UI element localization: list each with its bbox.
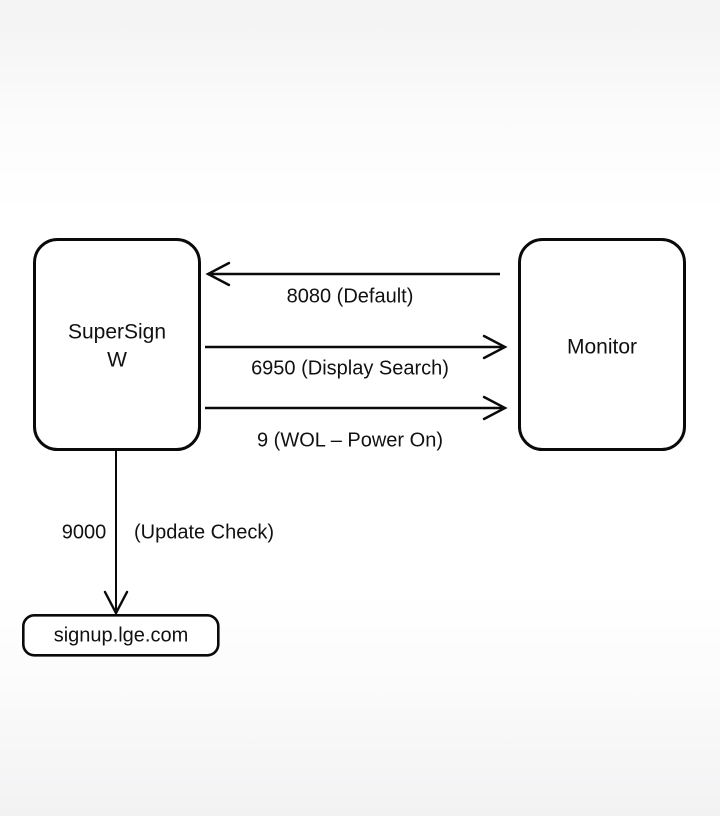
node-supersign-w-label-line2: W <box>107 349 127 372</box>
connection-6950[interactable]: 6950 (Display Search) <box>205 334 508 379</box>
connection-6950-arrowhead-right <box>482 334 508 360</box>
connection-8080-label: 8080 (Default) <box>287 285 414 307</box>
connection-9-wol-label: 9 (WOL – Power On) <box>257 429 443 451</box>
connection-9-wol[interactable]: 9 (WOL – Power On) <box>205 395 508 451</box>
node-signup-lge-com-label: signup.lge.com <box>54 624 189 646</box>
connection-9000-arrowhead-down <box>103 590 129 616</box>
node-supersign-w-shape <box>33 238 201 451</box>
connection-9000-label-description: (Update Check) <box>134 521 274 543</box>
node-signup-lge-com-shape <box>21 613 220 657</box>
connection-9000-label-port: 9000 <box>62 521 107 543</box>
node-monitor-shape <box>518 238 686 451</box>
connection-6950-label: 6950 (Display Search) <box>251 357 449 379</box>
node-signup-lge-com[interactable]: signup.lge.com <box>21 613 220 657</box>
node-supersign-w[interactable]: SuperSign W <box>33 238 201 451</box>
node-monitor[interactable]: Monitor <box>518 238 686 451</box>
node-monitor-label: Monitor <box>567 336 637 359</box>
node-supersign-w-label-line1: SuperSign <box>68 321 166 344</box>
connection-8080[interactable]: 8080 (Default) <box>205 261 500 307</box>
connection-8080-arrowhead-left <box>205 261 231 287</box>
connection-9000[interactable]: 9000 (Update Check) <box>62 450 274 616</box>
connection-9-wol-arrowhead-right <box>482 395 508 421</box>
